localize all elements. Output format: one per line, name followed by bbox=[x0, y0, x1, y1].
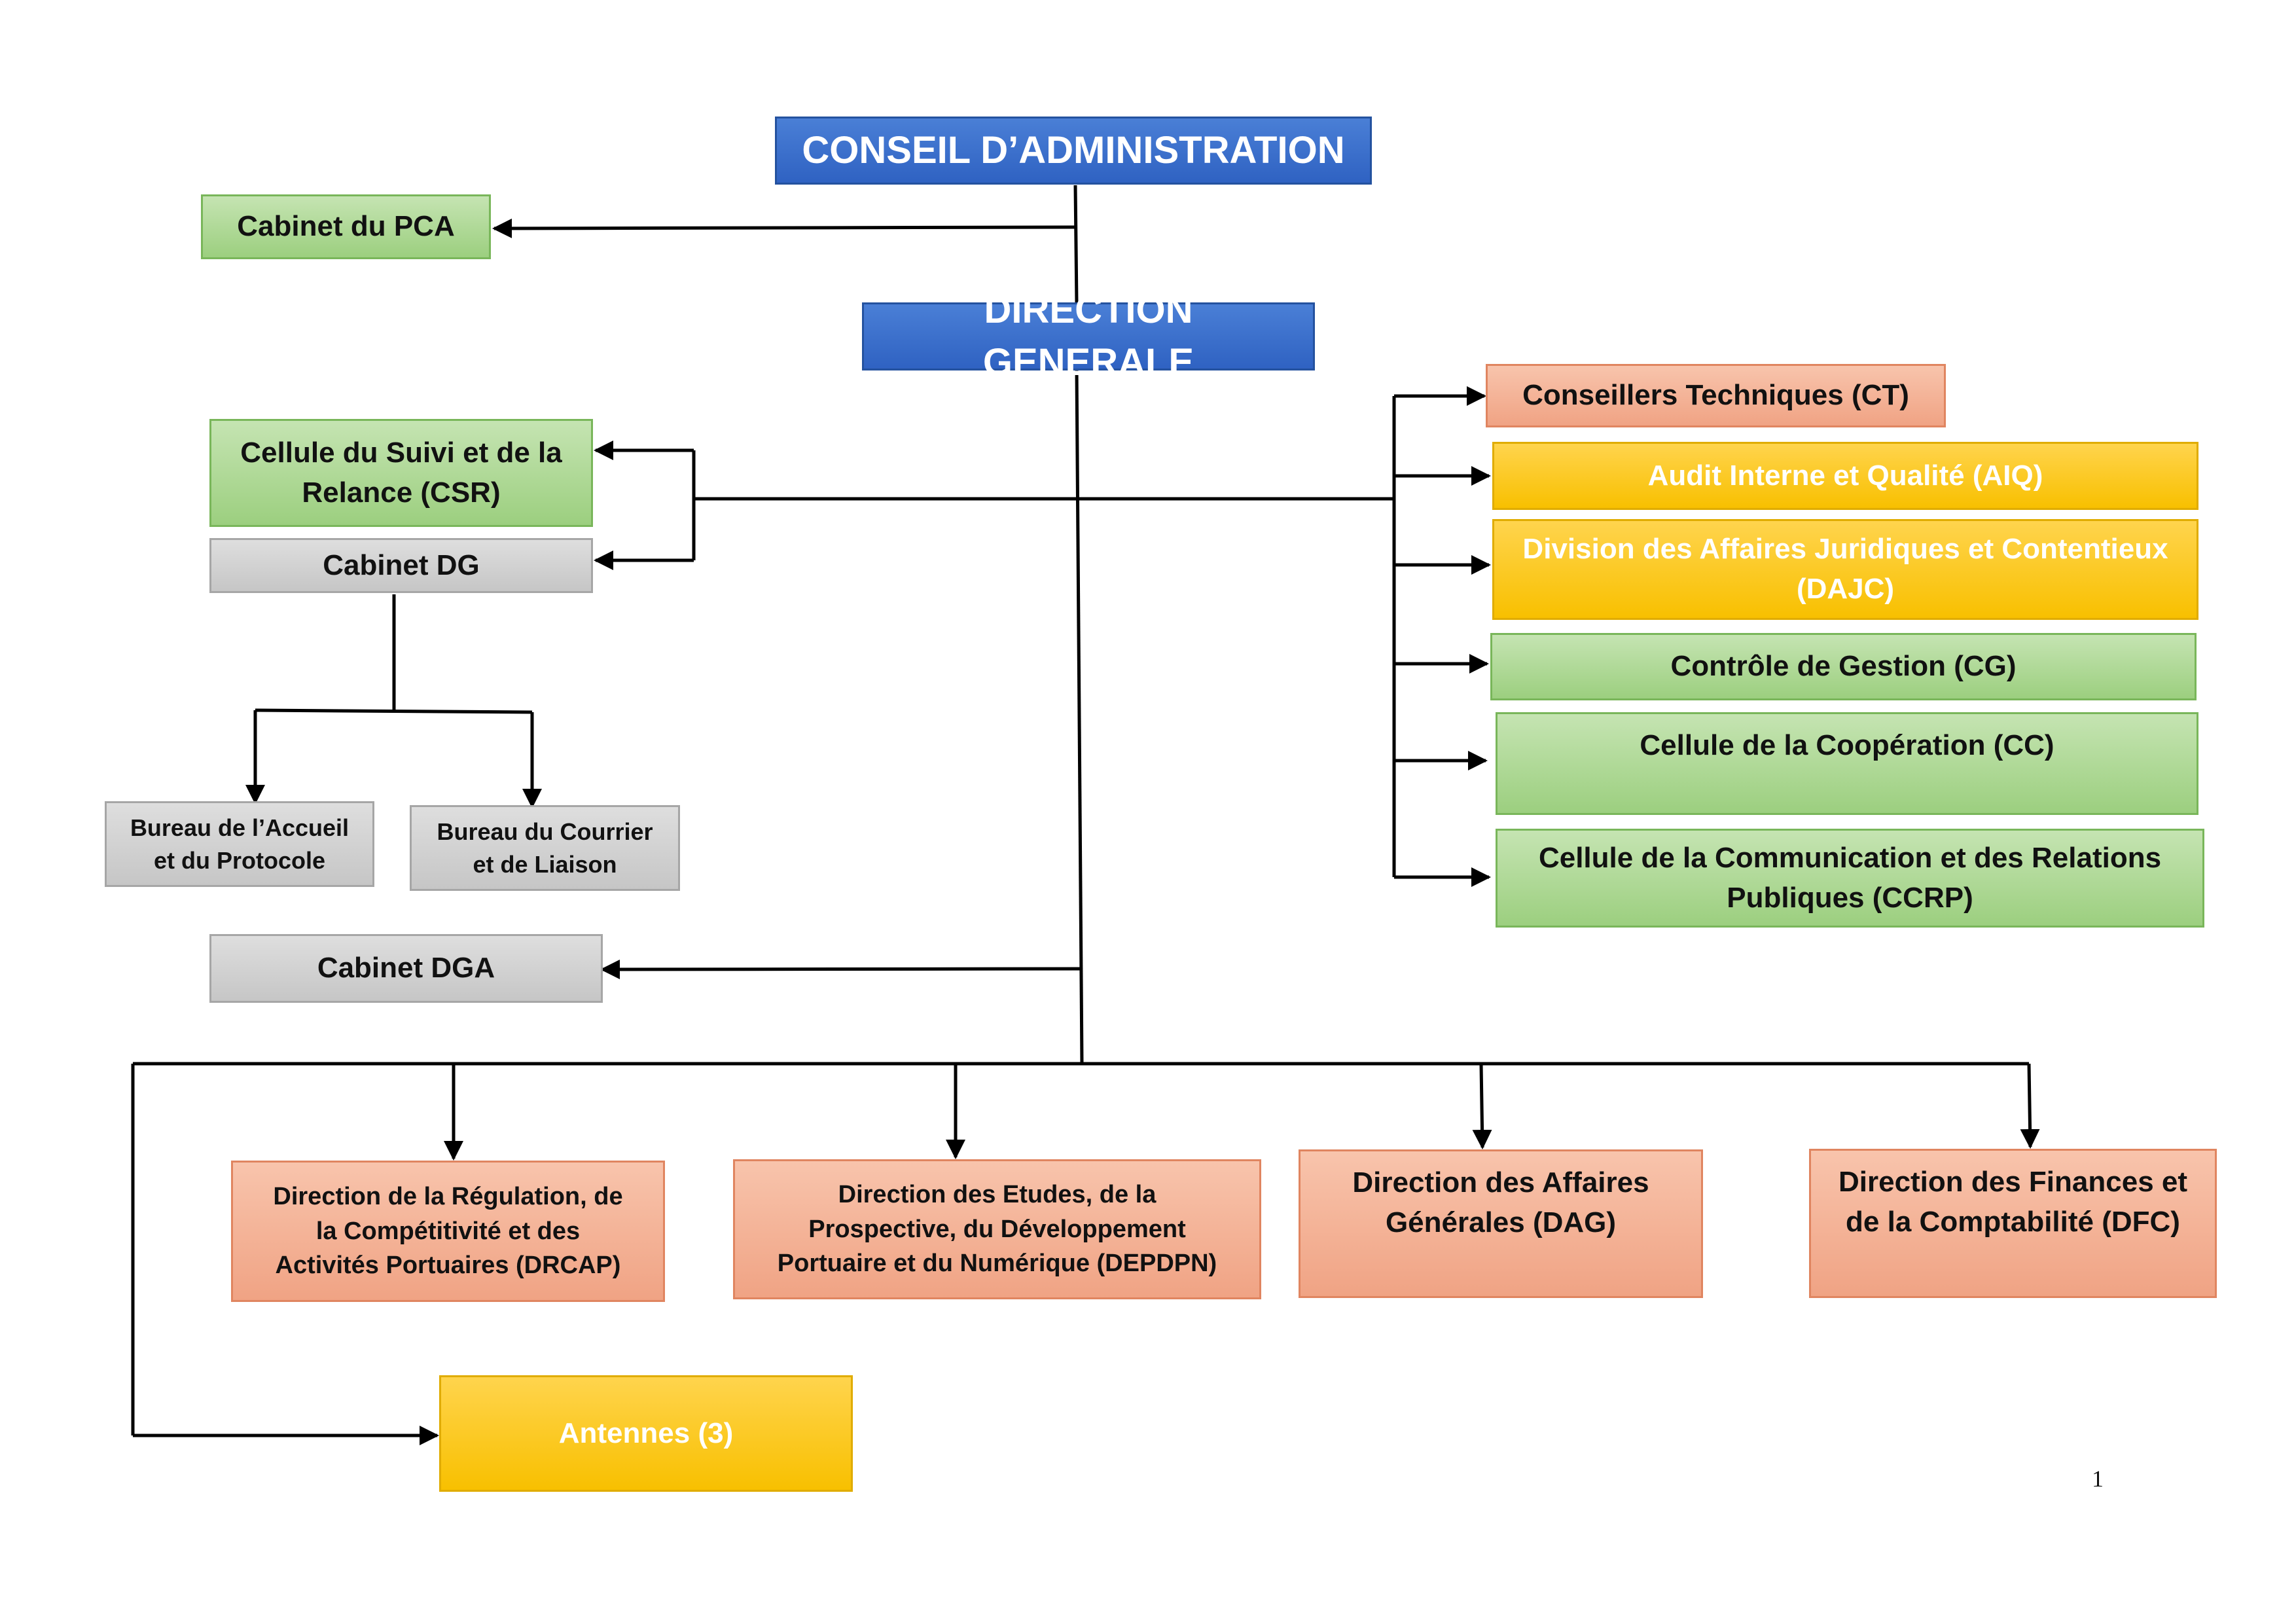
ccrp-box: Cellule de la Communication et des Relat… bbox=[1496, 829, 2204, 928]
cabinet-dg-label: Cabinet DG bbox=[323, 549, 480, 581]
aiq-box: Audit Interne et Qualité (AIQ) bbox=[1492, 442, 2198, 510]
dfc-box: Direction des Finances et de la Comptabi… bbox=[1809, 1149, 2217, 1298]
csr-box: Cellule du Suivi et de la Relance (CSR) bbox=[209, 419, 593, 527]
general-direction-box: DIRECTION GENERALE bbox=[862, 289, 1315, 384]
bureau-accueil-box: Bureau de l’Accueil et du Protocole bbox=[105, 801, 374, 887]
cabinet-dg-box: Cabinet DG bbox=[209, 538, 593, 593]
dajc-box: Division des Affaires Juridiques et Cont… bbox=[1492, 519, 2198, 620]
cabinet-pca-label: Cabinet du PCA bbox=[237, 210, 455, 243]
depdpn-label: Direction des Etudes, de la Prospective,… bbox=[777, 1181, 1217, 1278]
cabinet-dga-box: Cabinet DGA bbox=[209, 934, 603, 1003]
cg-label: Contrôle de Gestion (CG) bbox=[1670, 650, 2017, 683]
board-box: CONSEIL D’ADMINISTRATION bbox=[775, 117, 1372, 185]
cabinet-dga-label: Cabinet DGA bbox=[317, 952, 495, 984]
general-direction-label: DIRECTION GENERALE bbox=[982, 288, 1194, 384]
drcap-box: Direction de la Régulation, de la Compét… bbox=[231, 1161, 665, 1302]
depdpn-box: Direction des Etudes, de la Prospective,… bbox=[733, 1159, 1261, 1299]
dag-box: Direction des Affaires Générales (DAG) bbox=[1299, 1149, 1703, 1298]
cc-box: Cellule de la Coopération (CC) bbox=[1496, 712, 2198, 815]
bureau-accueil-label: Bureau de l’Accueil et du Protocole bbox=[130, 814, 350, 874]
connector-bureaus-bar bbox=[255, 708, 533, 714]
csr-label: Cellule du Suivi et de la Relance (CSR) bbox=[240, 436, 562, 509]
page-number: 1 bbox=[2092, 1466, 2104, 1492]
bureau-courrier-box: Bureau du Courrier et de Liaison bbox=[410, 805, 680, 891]
connector-board-dg bbox=[1073, 185, 1079, 304]
dajc-label: Division des Affaires Juridiques et Cont… bbox=[1522, 533, 2168, 605]
dag-label: Direction des Affaires Générales (DAG) bbox=[1352, 1166, 1649, 1238]
cg-box: Contrôle de Gestion (CG) bbox=[1490, 633, 2197, 700]
board-label: CONSEIL D’ADMINISTRATION bbox=[802, 128, 1345, 171]
antennes-box: Antennes (3) bbox=[439, 1375, 853, 1492]
dfc-label: Direction des Finances et de la Comptabi… bbox=[1838, 1166, 2188, 1238]
antennes-label: Antennes (3) bbox=[558, 1416, 734, 1449]
arrow-dag bbox=[1472, 1063, 1492, 1149]
ccrp-label: Cellule de la Communication et des Relat… bbox=[1538, 841, 2162, 914]
ct-box: Conseillers Techniques (CT) bbox=[1486, 364, 1946, 427]
connector-main-trunk bbox=[1075, 369, 1084, 1064]
bureau-courrier-label: Bureau du Courrier et de Liaison bbox=[437, 818, 653, 878]
ct-label: Conseillers Techniques (CT) bbox=[1522, 379, 1909, 412]
drcap-label: Direction de la Régulation, de la Compét… bbox=[273, 1183, 623, 1280]
cc-label: Cellule de la Coopération (CC) bbox=[1640, 729, 2054, 761]
aiq-label: Audit Interne et Qualité (AIQ) bbox=[1647, 459, 2043, 492]
arrow-dfc bbox=[2020, 1063, 2040, 1149]
arrow-cabinet-pca bbox=[492, 218, 1076, 238]
cabinet-pca-box: Cabinet du PCA bbox=[201, 194, 491, 259]
